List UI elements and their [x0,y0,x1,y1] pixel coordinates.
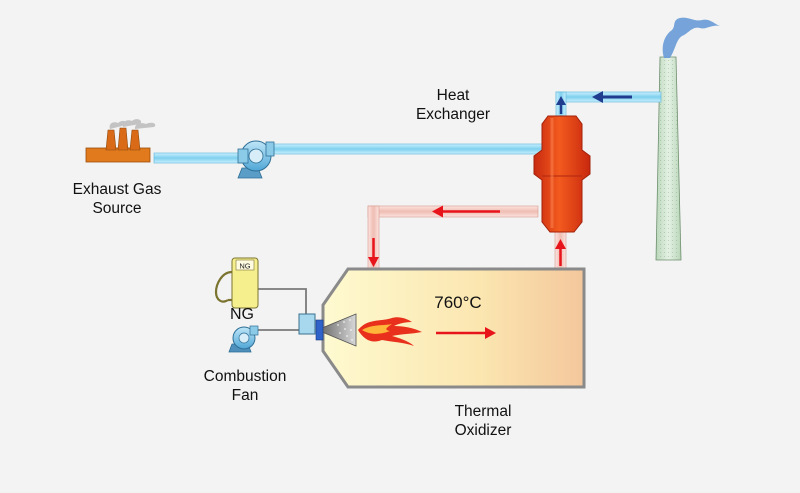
internal-flow-arrow [436,327,496,339]
exhaust-gas-source-label: Exhaust Gas Source [62,180,172,218]
exhaust-blower-icon [237,140,275,179]
thermal-oxidizer-line2: Oxidizer [454,422,512,439]
hot-gas-return-pipe [367,205,539,271]
heat-exchanger-line1: Heat [436,87,470,104]
thermal-oxidizer-label: Thermal Oxidizer [428,402,538,440]
exhaust-stack [655,56,682,261]
ng-tank-text: NG [239,262,250,271]
thermal-oxidizer-line1: Thermal [454,403,512,420]
ng-label: NG [230,306,254,323]
fuel-valve [298,313,316,335]
combustion-fan-icon [228,325,259,353]
thermal-oxidizer [321,267,586,389]
ng-supply-lines [257,288,307,331]
heat-exchanger-label: Heat Exchanger [388,86,518,124]
temperature-readout: 760°C [434,293,482,312]
blue-flow-arrow [592,91,632,103]
red-flow-arrow-down [368,238,379,267]
burner-flame-icon [358,317,422,346]
natural-gas-tank-icon: NG [214,257,259,309]
combustion-fan-label: Combustion Fan [186,367,304,405]
burner [315,313,357,347]
red-flow-arrow-up [555,239,566,266]
exhaust-gas-source-line2: Source [92,200,142,217]
combustion-fan-line2: Fan [231,387,259,404]
exhaust-gas-source-line1: Exhaust Gas [72,181,162,198]
factory-smoke [109,119,156,129]
blue-up-arrow [556,96,566,114]
exhaust-gas-source-factory [85,119,156,163]
red-flow-arrow-left [432,205,500,218]
heat-exchanger [533,115,591,233]
heat-exchanger-line2: Exchanger [415,106,491,123]
combustion-fan-line1: Combustion [203,368,287,385]
cold-gas-inlet-pipe [153,143,548,164]
stack-smoke [662,17,720,59]
